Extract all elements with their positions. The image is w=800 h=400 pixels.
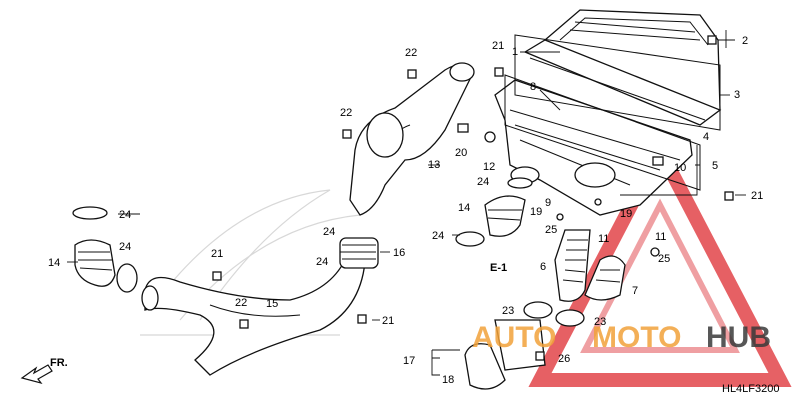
callout-24b: 24	[119, 241, 131, 253]
callout-19a: 19	[530, 206, 542, 218]
callout-19b: 19	[620, 208, 632, 220]
callout-25a: 25	[545, 224, 557, 236]
hose-6	[554, 229, 591, 302]
air-cleaner-case	[494, 79, 693, 216]
intake-tube	[349, 62, 475, 216]
callout-24f: 24	[432, 230, 444, 242]
callout-23a: 23	[502, 305, 514, 317]
callout-21d: 21	[751, 190, 763, 202]
callout-4: 4	[703, 131, 709, 143]
direction-label: FR.	[50, 357, 68, 369]
callout-9: 9	[545, 197, 551, 209]
callout-26: 26	[558, 353, 570, 365]
callout-23b: 23	[594, 316, 606, 328]
callout-21a: 21	[492, 40, 504, 52]
orings-23	[523, 301, 585, 327]
section-ref-label: E-1	[490, 262, 507, 274]
callout-18: 18	[442, 374, 454, 386]
watermark-brand: AUTO MOTO HUB	[472, 321, 771, 354]
callout-21b: 21	[211, 248, 223, 260]
watermark-word-auto: AUTO	[472, 321, 556, 354]
hose-7	[584, 255, 626, 301]
callout-8: 8	[530, 81, 536, 93]
front-direction-arrow: FR.	[20, 357, 68, 385]
band-24-left	[72, 206, 138, 293]
callout-21c: 21	[382, 315, 394, 327]
callout-6: 6	[540, 261, 546, 273]
watermark-word-hub: HUB	[706, 321, 771, 354]
callout-12: 12	[483, 161, 495, 173]
joint-14-center	[455, 177, 533, 247]
watermark-word-moto: MOTO	[592, 321, 681, 354]
callout-11a: 11	[598, 233, 609, 245]
callout-15: 15	[266, 298, 278, 310]
callout-7: 7	[632, 285, 638, 297]
callout-22a: 22	[405, 47, 417, 59]
callout-25b: 25	[658, 253, 670, 265]
callout-1: 1	[512, 46, 518, 58]
callout-2: 2	[742, 35, 748, 47]
callout-20: 20	[455, 147, 467, 159]
callout-24e: 24	[477, 176, 489, 188]
callout-22c: 22	[235, 297, 247, 309]
diagram-code: HL4LF3200	[722, 383, 780, 395]
bolt-icons	[212, 35, 734, 361]
callout-14a: 14	[48, 257, 60, 269]
callout-10: 10	[674, 162, 686, 174]
callout-22b: 22	[340, 107, 352, 119]
callout-11b: 11	[655, 231, 666, 243]
callout-14b: 14	[458, 202, 470, 214]
gasket-frame	[504, 34, 721, 191]
connecting-tube-16	[339, 237, 379, 269]
callout-17: 17	[403, 355, 415, 367]
joint-14-left	[74, 239, 116, 287]
callout-24a: 24	[119, 209, 131, 221]
leader-lines	[67, 30, 746, 376]
callout-16: 16	[393, 247, 405, 259]
callout-3: 3	[734, 89, 740, 101]
flange-assembly	[464, 319, 546, 390]
callout-5: 5	[712, 160, 718, 172]
callout-labels: 1 2 3 4 5 6 7 8 9 10 11 11 12 13 14 14 1…	[48, 35, 780, 395]
callout-13: 13	[428, 159, 440, 171]
callout-24d: 24	[316, 256, 328, 268]
callout-24c: 24	[323, 226, 335, 238]
air-duct	[141, 259, 366, 376]
